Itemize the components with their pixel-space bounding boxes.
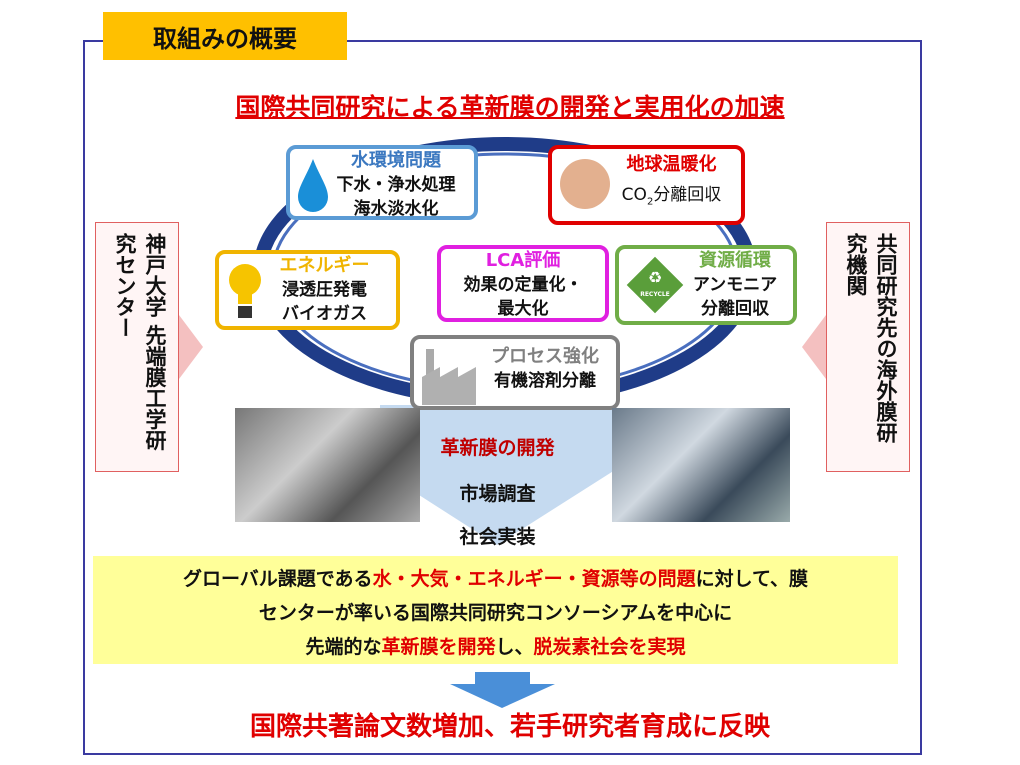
flow-step-2: 市場調査 (459, 483, 536, 505)
lca-title: LCA評価 (485, 250, 561, 271)
energy-title: エネルギー (279, 255, 370, 276)
recycle-badge-text: RECYCLE (640, 291, 670, 298)
summary-line1: グローバル課題である水・大気・エネルギー・資源等の問題に対して、膜 (182, 568, 809, 590)
recycle-icon: ♻ RECYCLE (626, 256, 684, 314)
right-arrow-icon (179, 315, 203, 379)
water-line1: 下水・浄水処理 (336, 175, 456, 195)
globe-icon (560, 159, 610, 209)
plant-photo (612, 408, 790, 522)
resource-box: ♻ RECYCLE 資源循環 アンモニア 分離回収 (615, 245, 797, 325)
main-heading-text: 国際共同研究による革新膜の開発と実用化の加速 (235, 93, 785, 122)
content-frame (83, 40, 922, 755)
light-bulb-icon (229, 264, 261, 318)
lca-box: LCA評価 効果の定量化・ 最大化 (437, 245, 609, 322)
summary-box: グローバル課題である水・大気・エネルギー・資源等の問題に対して、膜 センターが率… (93, 556, 898, 664)
left-arrow-icon (802, 315, 826, 379)
section-title: 取組みの概要 (103, 12, 347, 60)
left-org-box: 神戸大学 先端膜工学研究センター (95, 222, 179, 472)
result-text: 国際共著論文数増加、若手研究者育成に反映 (249, 712, 770, 742)
flow-chevron (380, 405, 615, 545)
resource-line1: アンモニア (692, 275, 778, 295)
lca-line2: 最大化 (497, 299, 549, 319)
membrane-photo (235, 408, 420, 522)
flow-step-1: 革新膜の開発 (440, 437, 555, 459)
main-heading: 国際共同研究による革新膜の開発と実用化の加速 (0, 88, 1020, 124)
down-arrow-icon (450, 672, 555, 708)
warming-title: 地球温暖化 (626, 154, 717, 175)
energy-box: エネルギー 浸透圧発電 バイオガス (215, 250, 400, 330)
water-title: 水環境問題 (351, 150, 441, 171)
water-box: 水環境問題 下水・浄水処理 海水淡水化 (286, 145, 478, 220)
resource-title: 資源循環 (699, 250, 771, 271)
resource-line2: 分離回収 (701, 299, 769, 319)
process-title: プロセス強化 (491, 346, 599, 367)
summary-line3: 先端的な革新膜を開発し、脱炭素社会を実現 (305, 636, 686, 658)
factory-icon (422, 349, 476, 405)
energy-line1: 浸透圧発電 (282, 280, 367, 300)
water-drop-icon (298, 159, 328, 212)
lca-line1: 効果の定量化・ (463, 275, 583, 295)
right-org-box: 共同研究先の海外膜研究機関 (826, 222, 910, 472)
flow-step-3: 社会実装 (459, 526, 536, 548)
water-line2: 海水淡水化 (353, 199, 439, 219)
warming-line1: CO2分離回収 (621, 185, 722, 208)
summary-line2: センターが率いる国際共同研究コンソーシアムを中心に (258, 602, 733, 624)
warming-box: 地球温暖化 CO2分離回収 (548, 145, 745, 225)
energy-line2: バイオガス (282, 304, 367, 324)
process-box: プロセス強化 有機溶剤分離 (410, 335, 620, 410)
process-line1: 有機溶剤分離 (494, 371, 596, 391)
